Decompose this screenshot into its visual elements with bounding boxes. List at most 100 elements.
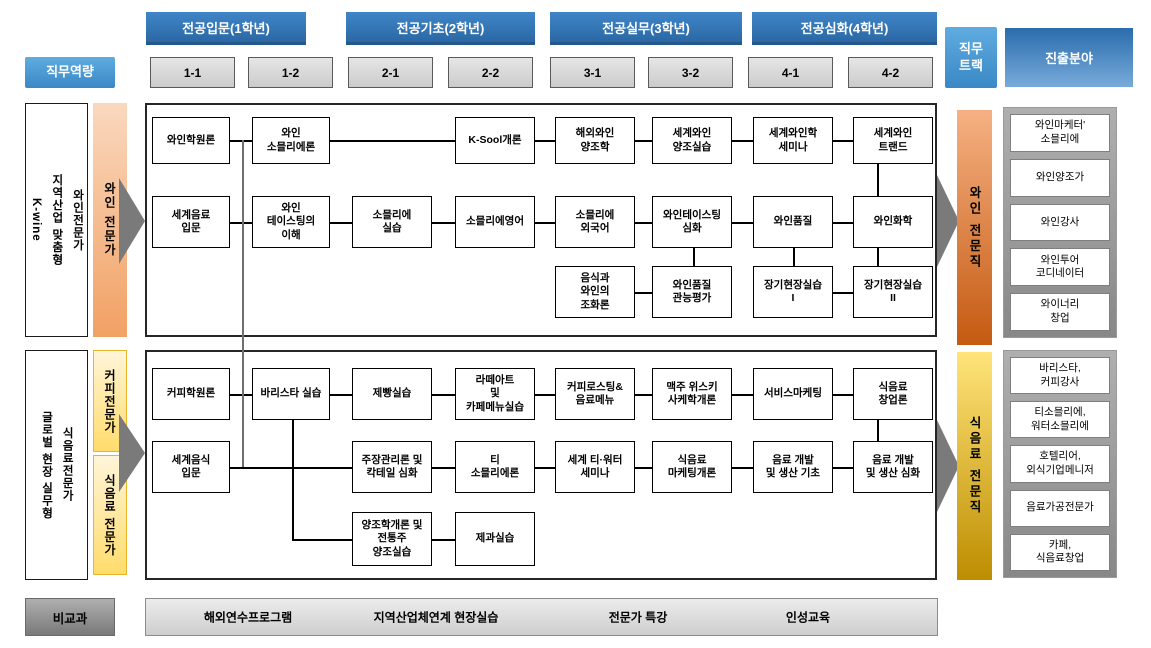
connector-line [535, 467, 555, 469]
semester-box: 1-2 [248, 57, 333, 88]
extracurricular-label: 비교과 [25, 598, 115, 636]
connector-line [230, 467, 352, 469]
connector-line [877, 394, 879, 467]
connector-line [432, 467, 455, 469]
career-box: 와인강사 [1010, 203, 1110, 242]
course-box: 서비스마케팅 [753, 368, 833, 420]
course-box: 와인 테이스팅의 이해 [252, 196, 330, 248]
career-box: 음료가공전문가 [1010, 489, 1110, 527]
arrow-right-icon [119, 178, 145, 264]
year-header: 전공입문(1학년) [146, 12, 306, 45]
extracurricular-item: 전문가 특강 [608, 610, 668, 625]
job-track-header: 직무 트랙 [945, 27, 997, 88]
connector-line [635, 140, 652, 142]
course-box: 맥주 위스키 사케학개론 [652, 368, 732, 420]
connector-line [833, 292, 853, 294]
course-box: 세계음식 입문 [152, 441, 230, 493]
course-box: 장기현장실습 II [853, 266, 933, 318]
career-box: 와이너리 창업 [1010, 293, 1110, 331]
career-box: 티소믈리에, 워터소믈리에 [1010, 401, 1110, 439]
semester-box: 1-1 [150, 57, 235, 88]
competency-label: 직무역량 [25, 57, 115, 88]
course-box: 양조학개론 및 전통주 양조실습 [352, 512, 432, 566]
course-box: 식음료 마케팅개론 [652, 441, 732, 493]
course-box: 제과실습 [455, 512, 535, 566]
connector-line [833, 222, 853, 224]
career-box: 와인마케터' 소믈리에 [1010, 114, 1110, 152]
course-box: 주장관리론 및 칵테일 심화 [352, 441, 432, 493]
connector-line [535, 140, 555, 142]
course-box: 소믈리에 외국어 [555, 196, 635, 248]
course-box: 소믈리에 실습 [352, 196, 432, 248]
course-box: 와인화학 [853, 196, 933, 248]
course-box: 세계와인 양조실습 [652, 117, 732, 164]
course-box: 와인테이스팅 심화 [652, 196, 732, 248]
extracurricular-item: 지역산업체연계 현장실습 [373, 610, 499, 625]
course-box: 세계 티·워터 세미나 [555, 441, 635, 493]
extracurricular-item: 해외연수프로그램 [203, 610, 293, 625]
course-box: 와인학원론 [152, 117, 230, 164]
job-track-header-line2: 트랙 [959, 57, 983, 73]
career-box: 와인투어 코디네이터 [1010, 248, 1110, 287]
course-box: 세계와인학 세미나 [753, 117, 833, 164]
course-box: 커피로스팅& 음료메뉴 [555, 368, 635, 420]
wine-group-title: 와인전문가 지역산업 맞춤형 K-wine [25, 103, 88, 337]
connector-line [292, 420, 294, 539]
connector-line [635, 394, 652, 396]
career-box: 와인양조가 [1010, 158, 1110, 197]
course-box: 바리스타 실습 [252, 368, 330, 420]
job-track-header-line1: 직무 [959, 41, 983, 57]
connector-line [833, 467, 853, 469]
course-box: 해외와인 양조학 [555, 117, 635, 164]
career-box: 호텔리어, 외식기업메니저 [1010, 445, 1110, 483]
career-box: 바리스타, 커피강사 [1010, 357, 1110, 395]
semester-box: 2-2 [448, 57, 533, 88]
connector-line [330, 394, 352, 396]
course-box: 음료 개발 및 생산 기초 [753, 441, 833, 493]
arrow-right-icon [937, 175, 959, 267]
connector-line [230, 394, 252, 396]
connector-line [732, 140, 753, 142]
course-box: 장기현장실습 I [753, 266, 833, 318]
course-box: 제빵실습 [352, 368, 432, 420]
course-box: 라떼아트 및 카페메뉴실습 [455, 368, 535, 420]
course-box: K-Sool개론 [455, 117, 535, 164]
connector-line [635, 467, 652, 469]
semester-box: 3-2 [648, 57, 733, 88]
connector-line [432, 222, 455, 224]
course-box: 음료 개발 및 생산 심화 [853, 441, 933, 493]
career-box: 카페, 식음료창업 [1010, 533, 1110, 572]
semester-box: 4-2 [848, 57, 933, 88]
connector-line [535, 394, 555, 396]
connector-spine-line [242, 140, 244, 467]
connector-line [833, 394, 853, 396]
arrow-right-icon [119, 414, 145, 492]
connector-line [833, 140, 853, 142]
arrow-right-icon [937, 420, 959, 512]
year-header: 전공심화(4학년) [752, 12, 937, 45]
semester-box: 2-1 [348, 57, 433, 88]
semester-box: 4-1 [748, 57, 833, 88]
course-box: 티 소믈리에론 [455, 441, 535, 493]
course-box: 와인품질 [753, 196, 833, 248]
extracurricular-item: 인성교육 [785, 610, 831, 625]
connector-line [432, 394, 455, 396]
extracurricular-bar: 해외연수프로그램 지역산업체연계 현장실습 전문가 특강 인성교육 [145, 598, 938, 636]
connector-line [732, 222, 753, 224]
connector-line [432, 539, 455, 541]
connector-line [793, 248, 795, 266]
food-track-strip: 식음료 전문가 [93, 455, 127, 575]
year-header: 전공실무(3학년) [550, 12, 742, 45]
connector-line [732, 394, 753, 396]
connector-line [732, 467, 753, 469]
course-box: 소믈리에영어 [455, 196, 535, 248]
connector-line [330, 222, 352, 224]
course-box: 세계와인 트랜드 [853, 117, 933, 164]
connector-line [230, 140, 252, 142]
course-box: 와인 소믈리에론 [252, 117, 330, 164]
career-field-header: 진출분야 [1005, 28, 1133, 87]
connector-line [635, 222, 652, 224]
